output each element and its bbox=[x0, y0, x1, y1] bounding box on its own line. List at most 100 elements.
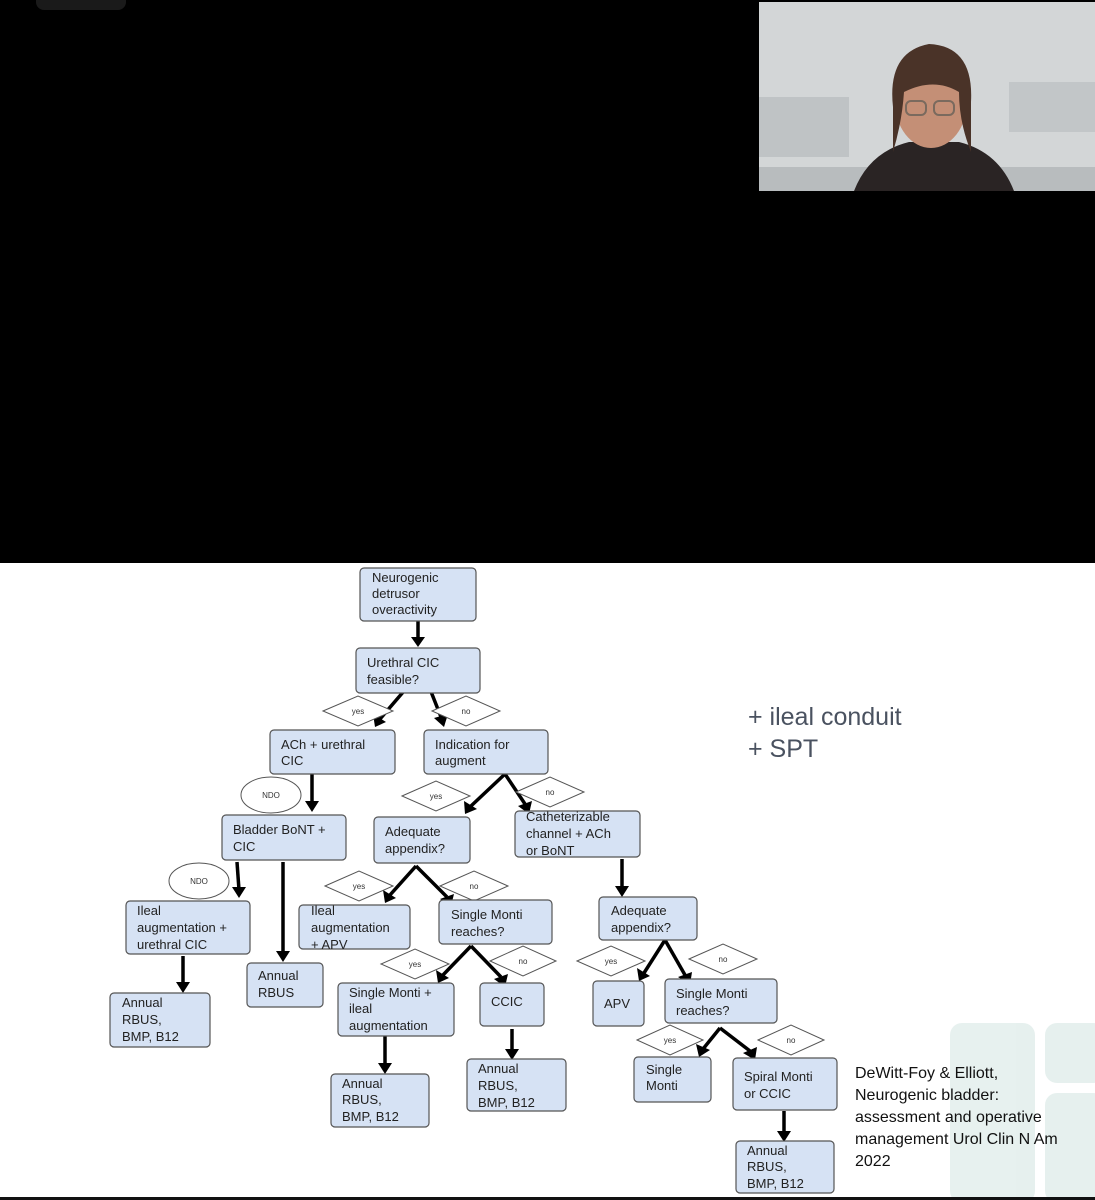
svg-text:yes: yes bbox=[664, 1036, 676, 1045]
citation-line: Neurogenic bladder: bbox=[855, 1087, 1000, 1104]
node-single-monti-reaches-1: Single Monti reaches? bbox=[438, 899, 553, 945]
svg-text:overactivity: overactivity bbox=[372, 602, 438, 617]
svg-text:no: no bbox=[719, 955, 728, 964]
svg-text:BMP, B12: BMP, B12 bbox=[122, 1029, 179, 1044]
svg-text:augment: augment bbox=[435, 753, 486, 768]
flowchart: yes no NDO yes no NDO bbox=[109, 567, 1095, 1200]
node-ileal-augmentation-apv: Ileal augmentation + APV bbox=[298, 903, 411, 952]
node-bladder-bont-cic: Bladder BoNT + CIC bbox=[221, 814, 347, 861]
svg-text:augmentation: augmentation bbox=[349, 1018, 428, 1033]
svg-text:detrusor: detrusor bbox=[372, 586, 420, 601]
svg-text:Annual: Annual bbox=[258, 968, 299, 983]
svg-text:or BoNT: or BoNT bbox=[526, 843, 574, 858]
node-adequate-appendix-1: Adequate appendix? bbox=[373, 816, 471, 864]
yes-label-3: yes bbox=[323, 870, 395, 902]
svg-text:yes: yes bbox=[353, 882, 365, 891]
svg-text:RBUS,: RBUS, bbox=[122, 1012, 162, 1027]
side-note-ileal-conduit: + ileal conduit bbox=[748, 703, 902, 731]
node-spiral-monti-or-ccic: Spiral Monti or CCIC bbox=[732, 1057, 838, 1111]
svg-text:RBUS,: RBUS, bbox=[342, 1092, 382, 1107]
svg-text:Monti: Monti bbox=[646, 1078, 678, 1093]
ndo-label-2: NDO bbox=[168, 862, 230, 900]
flow-nodes: Neurogenic detrusor overactivity Urethra… bbox=[109, 567, 838, 1194]
svg-text:reaches?: reaches? bbox=[676, 1003, 729, 1018]
svg-text:BMP, B12: BMP, B12 bbox=[747, 1176, 804, 1191]
toolbar-pill[interactable] bbox=[36, 0, 126, 10]
svg-text:Single: Single bbox=[646, 1062, 682, 1077]
citation: DeWitt-Foy & Elliott, Neurogenic bladder… bbox=[855, 1063, 1058, 1173]
svg-text:Indication for: Indication for bbox=[435, 737, 510, 752]
side-note-spt: + SPT bbox=[748, 735, 819, 763]
svg-text:augmentation +: augmentation + bbox=[137, 920, 227, 935]
svg-text:BMP, B12: BMP, B12 bbox=[478, 1095, 535, 1110]
node-annual-rbus: Annual RBUS bbox=[246, 962, 324, 1008]
svg-text:appendix?: appendix? bbox=[611, 920, 671, 935]
svg-text:APV: APV bbox=[604, 996, 630, 1011]
node-urethral-cic-feasible: Urethral CIC feasible? bbox=[355, 647, 481, 694]
svg-text:no: no bbox=[546, 788, 555, 797]
node-indication-for-augment: Indication for augment bbox=[423, 729, 549, 775]
branch-labels: yes no NDO yes no NDO bbox=[168, 695, 826, 1056]
svg-text:Ileal: Ileal bbox=[311, 903, 335, 918]
svg-text:augmentation: augmentation bbox=[311, 920, 390, 935]
citation-line: DeWitt-Foy & Elliott, bbox=[855, 1065, 999, 1082]
participant-figure bbox=[759, 2, 1095, 191]
yes-label-4: yes bbox=[379, 948, 451, 980]
citation-line: assessment and operative bbox=[855, 1109, 1042, 1126]
svg-text:Single Monti +: Single Monti + bbox=[349, 985, 432, 1000]
svg-text:yes: yes bbox=[605, 957, 617, 966]
svg-text:Ileal: Ileal bbox=[137, 903, 161, 918]
svg-text:Annual: Annual bbox=[747, 1143, 788, 1158]
svg-text:yes: yes bbox=[352, 707, 364, 716]
svg-text:yes: yes bbox=[430, 792, 442, 801]
node-annual-rbus-bmp-b12-2: Annual RBUS, BMP, B12 bbox=[330, 1073, 430, 1128]
svg-text:Adequate: Adequate bbox=[385, 824, 441, 839]
node-single-monti: Single Monti bbox=[633, 1056, 712, 1103]
no-label-3: no bbox=[438, 870, 510, 902]
svg-text:NDO: NDO bbox=[190, 877, 208, 886]
svg-text:Catheterizable: Catheterizable bbox=[526, 809, 610, 824]
svg-text:Annual: Annual bbox=[122, 995, 163, 1010]
svg-text:Single Monti: Single Monti bbox=[676, 986, 748, 1001]
svg-text:+ APV: + APV bbox=[311, 937, 348, 952]
node-annual-rbus-bmp-b12-3: Annual RBUS, BMP, B12 bbox=[466, 1058, 567, 1112]
participant-video[interactable] bbox=[759, 2, 1095, 191]
svg-text:Single Monti: Single Monti bbox=[451, 907, 523, 922]
svg-text:CIC: CIC bbox=[281, 753, 303, 768]
svg-text:reaches?: reaches? bbox=[451, 924, 504, 939]
yes-label-6: yes bbox=[635, 1024, 705, 1056]
svg-text:no: no bbox=[787, 1036, 796, 1045]
svg-text:channel + ACh: channel + ACh bbox=[526, 826, 611, 841]
svg-text:Neurogenic: Neurogenic bbox=[372, 570, 439, 585]
svg-text:urethral CIC: urethral CIC bbox=[137, 937, 207, 952]
bottom-border bbox=[0, 1197, 1095, 1200]
node-annual-rbus-bmp-b12-1: Annual RBUS, BMP, B12 bbox=[109, 992, 211, 1048]
svg-text:Annual: Annual bbox=[342, 1076, 383, 1091]
node-single-monti-reaches-2: Single Monti reaches? bbox=[664, 978, 778, 1024]
node-ileal-augmentation-urethral-cic: Ileal augmentation + urethral CIC bbox=[125, 900, 251, 955]
logo-watermark bbox=[950, 1023, 1095, 1200]
svg-text:or CCIC: or CCIC bbox=[744, 1086, 791, 1101]
svg-text:BMP, B12: BMP, B12 bbox=[342, 1109, 399, 1124]
svg-text:RBUS,: RBUS, bbox=[747, 1159, 787, 1174]
no-label-4: no bbox=[488, 945, 558, 977]
node-ach-urethral-cic: ACh + urethral CIC bbox=[269, 729, 396, 775]
no-label-2: no bbox=[514, 776, 586, 808]
citation-line: 2022 bbox=[855, 1153, 891, 1170]
video-area bbox=[0, 0, 1095, 563]
svg-text:Adequate: Adequate bbox=[611, 903, 667, 918]
side-notes: + ileal conduit + SPT bbox=[748, 701, 902, 765]
svg-text:RBUS: RBUS bbox=[258, 985, 294, 1000]
node-annual-rbus-bmp-b12-4: Annual RBUS, BMP, B12 bbox=[735, 1140, 835, 1194]
svg-text:CIC: CIC bbox=[233, 839, 255, 854]
node-apv: APV bbox=[592, 980, 645, 1027]
svg-text:ileal: ileal bbox=[349, 1001, 372, 1016]
svg-text:RBUS,: RBUS, bbox=[478, 1078, 518, 1093]
ndo-label-1: NDO bbox=[240, 776, 302, 814]
node-ccic: CCIC bbox=[479, 982, 545, 1027]
yes-label-2: yes bbox=[400, 780, 472, 812]
citation-line: management Urol Clin N Am bbox=[855, 1131, 1058, 1148]
svg-text:no: no bbox=[470, 882, 479, 891]
svg-text:appendix?: appendix? bbox=[385, 841, 445, 856]
node-neurogenic-detrusor-overactivity: Neurogenic detrusor overactivity bbox=[359, 567, 477, 622]
